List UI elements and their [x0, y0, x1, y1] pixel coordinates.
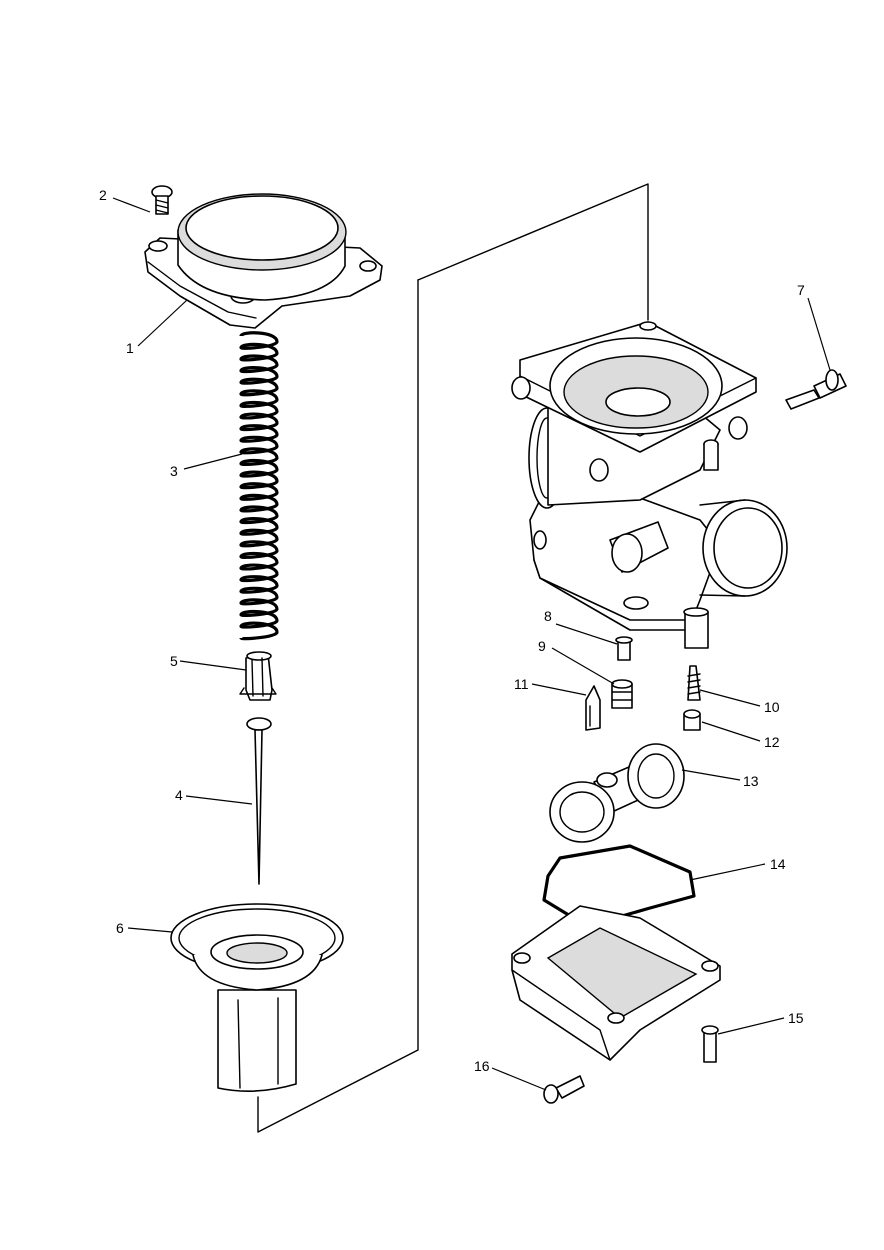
bowl-gasket [542, 844, 696, 930]
callout-12: 12 [764, 734, 780, 750]
callout-5: 5 [170, 653, 178, 669]
callout-9: 9 [538, 638, 546, 654]
callout-3: 3 [170, 463, 178, 479]
callout-7: 7 [797, 282, 805, 298]
callout-1: 1 [126, 340, 134, 356]
callout-16: 16 [474, 1058, 490, 1074]
assembly-frame [257, 183, 649, 1133]
spring [239, 331, 279, 641]
leader-lines [112, 197, 831, 1091]
callout-15: 15 [788, 1010, 804, 1026]
cover-screw [151, 185, 173, 215]
spacer [683, 709, 701, 731]
callout-6: 6 [116, 920, 124, 936]
float-needle [585, 685, 601, 731]
callout-labels: 2 1 3 5 4 6 7 8 9 11 10 12 13 14 15 16 [99, 187, 805, 1074]
callout-2: 2 [99, 187, 107, 203]
needle-seat [611, 679, 633, 709]
callout-11: 11 [514, 676, 529, 692]
adjuster-screw [785, 369, 847, 410]
jet-small [615, 636, 633, 661]
float [549, 743, 685, 843]
callout-14: 14 [770, 856, 786, 872]
pilot-screw [687, 665, 701, 701]
bowl-screw-left [543, 1075, 585, 1104]
bowl-screw-right [701, 1025, 719, 1063]
needle-holder [239, 651, 277, 701]
diaphragm-piston [170, 903, 344, 1092]
callout-13: 13 [743, 773, 759, 789]
callout-4: 4 [175, 787, 183, 803]
float-bowl [511, 905, 721, 1061]
callout-10: 10 [764, 699, 780, 715]
jet-needle [246, 717, 272, 885]
carburetor-body [511, 321, 788, 649]
callout-8: 8 [544, 608, 552, 624]
top-cover [144, 193, 383, 329]
